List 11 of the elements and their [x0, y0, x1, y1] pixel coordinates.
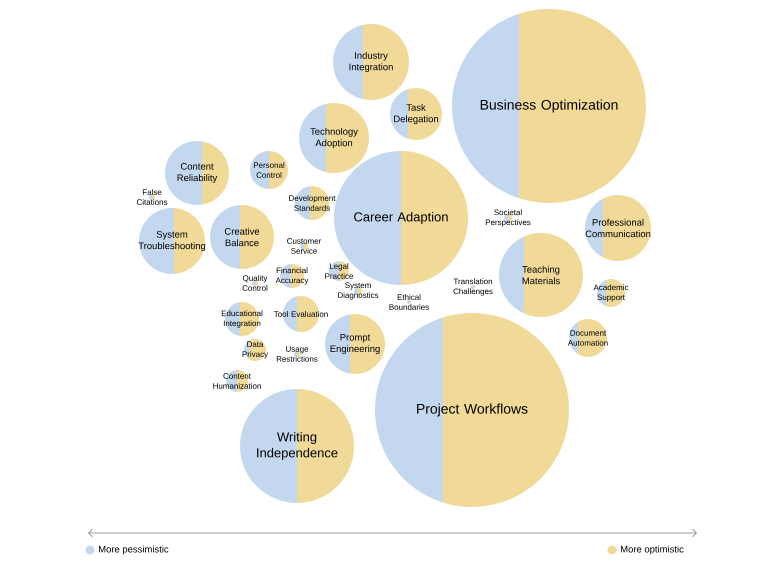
bubble: Task Delegation: [390, 88, 442, 140]
bubble: Teaching Materials: [499, 232, 583, 317]
bubble: System Troubleshooting: [138, 208, 206, 274]
bubble: Professional Communication: [585, 194, 651, 261]
bubble: Technology Adoption: [299, 102, 369, 173]
bubble: Business Optimization: [452, 9, 646, 203]
bubble: Industry Integration: [333, 24, 409, 100]
bubble: Writing Independence: [240, 388, 354, 503]
legend-label: More pessimistic: [99, 546, 168, 554]
legend-label: More optimistic: [620, 546, 684, 554]
bubble: Creative Balance: [210, 204, 274, 269]
